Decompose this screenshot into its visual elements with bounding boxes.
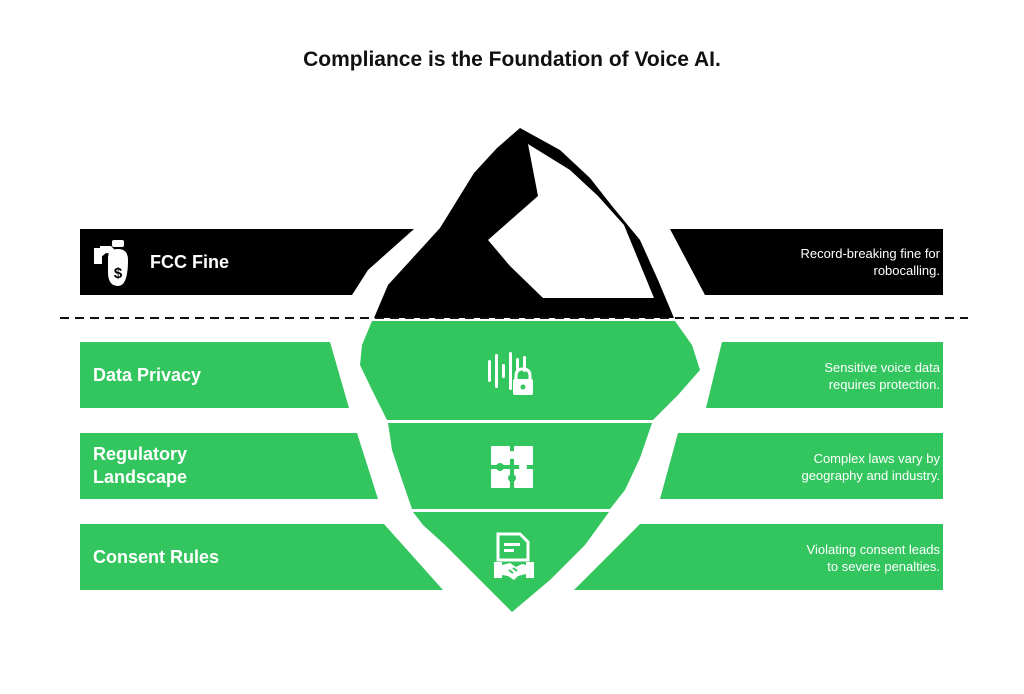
fcc-band-left bbox=[80, 229, 414, 295]
iceberg-peak-white bbox=[488, 144, 654, 298]
puzzle-pieces-icon bbox=[491, 446, 533, 488]
data-privacy-band-left bbox=[80, 342, 349, 408]
consent-rules-description-line1: Violating consent leads bbox=[806, 542, 940, 557]
consent-rules-description-line2: to severe penalties. bbox=[827, 559, 940, 574]
iceberg-body-bottom-section bbox=[413, 512, 609, 612]
regulatory-band-right bbox=[660, 433, 943, 499]
document-handshake-icon bbox=[494, 532, 534, 580]
regulatory-landscape-label-line2: Landscape bbox=[93, 467, 188, 487]
svg-text:$: $ bbox=[114, 265, 123, 282]
regulatory-landscape-description-line1: Complex laws vary by bbox=[813, 451, 940, 466]
data-privacy-description-line2: requires protection. bbox=[828, 377, 940, 392]
consent-rules-label: Consent Rules bbox=[93, 546, 219, 569]
fcc-fine-band bbox=[80, 229, 943, 295]
consent-rules-label-line1: Consent Rules bbox=[93, 547, 220, 567]
underwater-left-bands bbox=[80, 342, 443, 590]
consent-rules-description: Violating consent leads to severe penalt… bbox=[710, 541, 940, 575]
regulatory-band-left bbox=[80, 433, 378, 499]
data-privacy-label-line1: Data Privacy bbox=[93, 365, 202, 385]
iceberg-tip bbox=[374, 128, 674, 318]
data-privacy-band-right bbox=[706, 342, 943, 408]
regulatory-landscape-label: Regulatory Landscape bbox=[93, 443, 187, 489]
fcc-band-right bbox=[670, 229, 943, 295]
underwater-right-bands bbox=[574, 342, 943, 590]
regulatory-landscape-description-line2: geography and industry. bbox=[801, 468, 940, 483]
fcc-fine-description-line2: robocalling. bbox=[873, 263, 941, 278]
data-privacy-description: Sensitive voice data requires protection… bbox=[720, 359, 940, 393]
regulatory-landscape-label-line1: Regulatory bbox=[93, 444, 188, 464]
fcc-fine-description-line1: Record-breaking fine for bbox=[800, 246, 940, 261]
data-privacy-description-line1: Sensitive voice data bbox=[824, 360, 940, 375]
fcc-fine-description: Record-breaking fine for robocalling. bbox=[700, 245, 940, 279]
consent-band-right bbox=[574, 524, 943, 590]
voice-lock-icon bbox=[488, 352, 533, 395]
page-title: Compliance is the Foundation of Voice AI… bbox=[303, 48, 721, 71]
fcc-fine-label: FCC Fine bbox=[150, 252, 229, 272]
money-bag-hand-icon: $ bbox=[94, 240, 128, 286]
consent-band-left bbox=[80, 524, 443, 590]
regulatory-landscape-description: Complex laws vary by geography and indus… bbox=[710, 450, 940, 484]
data-privacy-label: Data Privacy bbox=[93, 364, 201, 387]
